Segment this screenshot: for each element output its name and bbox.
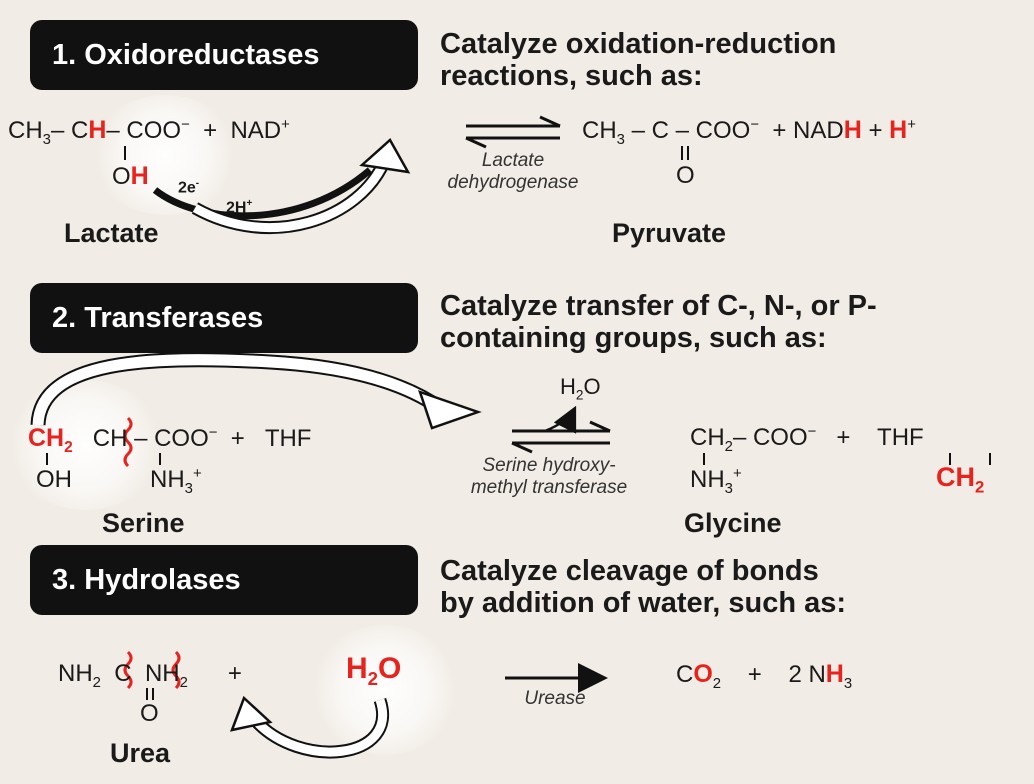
glow-serine-ch2 [5,380,165,510]
serine-hydroxymethyl-transferase-label: Serine hydroxy- methyl transferase [434,455,664,499]
desc-line: reactions, such as: [440,60,703,92]
serine-nh3: NH3+ [150,466,202,497]
enzyme-line: Serine hydroxy- [482,455,616,476]
electron-text: 2e [178,179,196,197]
lactate-formula: CH3– CH– COO− + NAD+ [8,116,290,148]
carbon-dioxide: CO2 + 2 NH3 [676,660,853,692]
methylene-thf-ch2: CH2 [936,462,985,497]
oh-o: O [112,163,131,190]
thf-product-text: THF [877,424,924,451]
thf-text: THF [264,425,312,452]
electron-label: 2e- [178,178,200,197]
lactate-label: Lactate [64,218,159,248]
section-header-oxidoreductases: 1. Oxidoreductases [30,20,418,90]
section-description-transferases: Catalyze transfer of C-, N-, or P- conta… [440,290,877,354]
pyruvate-label: Pyruvate [612,218,727,248]
serine-cleavage-wave [123,416,133,468]
hydride-transfer-arrow [152,167,373,220]
desc-line: Catalyze cleavage of bonds [440,555,819,587]
pyruvate-o: O [676,162,695,189]
section-description-oxidoreductases: Catalyze oxidation-reduction reactions, … [440,28,836,92]
enzyme-line: dehydrogenase [447,172,579,193]
water-curved-arrow [230,695,389,759]
ammonia-coefficient: 2 N [788,661,826,688]
serine-formula: CH2 CH – COO− + THF [28,424,312,456]
desc-line: containing groups, such as: [440,322,827,354]
desc-line: Catalyze oxidation-reduction [440,28,837,60]
pyruvate-formula: CH3 – C – COO− + NADH + H+ [582,116,916,148]
methylene-transfer-arrow [30,352,482,430]
equilibrium-arrow-1 [465,115,561,149]
desc-line: Catalyze transfer of C-, N-, or P- [440,290,877,322]
serine-label: Serine [102,508,185,538]
section-header-transferases: 2. Transferases [30,283,418,353]
glycine-label: Glycine [684,508,782,538]
nad-text: NAD [230,117,282,144]
enzyme-line: Lactate [481,150,545,171]
section-description-hydrolases: Catalyze cleavage of bonds by addition o… [440,555,846,619]
urea-o: O [140,700,159,727]
urea-cleavage-wave-left [123,650,133,690]
urea-formula: NH2 C NH2 + [58,660,242,691]
urease-label: Urease [524,688,586,709]
equilibrium-arrow-2 [511,405,611,454]
desc-line: by addition of water, such as: [440,587,847,619]
water-reactant: H2O [346,652,402,689]
nad-curved-arrow [191,138,411,235]
urea-label: Urea [110,738,171,768]
lactate-dehydrogenase-label: Lactate dehydrogenase [428,150,598,194]
urea-cleavage-wave-right [171,650,181,690]
nadh-h: H [843,116,862,144]
proton-text: 2H [226,199,247,217]
enzyme-line: methyl transferase [470,477,628,498]
serine-oh: OH [36,466,72,493]
water-side-product: H2O [560,374,601,403]
oh-h: H [130,162,149,190]
glow-water [310,625,460,755]
proton-h: H [889,116,908,144]
glycine-formula: CH2– COO− + THF [690,424,924,455]
section-header-hydrolases: 3. Hydrolases [30,545,418,615]
nadh-prefix: NAD [793,117,844,144]
glycine-nh3: NH3+ [690,466,742,497]
water-o: O [583,374,601,399]
lactate-oh: OH [112,162,149,191]
proton-label: 2H+ [226,198,253,217]
